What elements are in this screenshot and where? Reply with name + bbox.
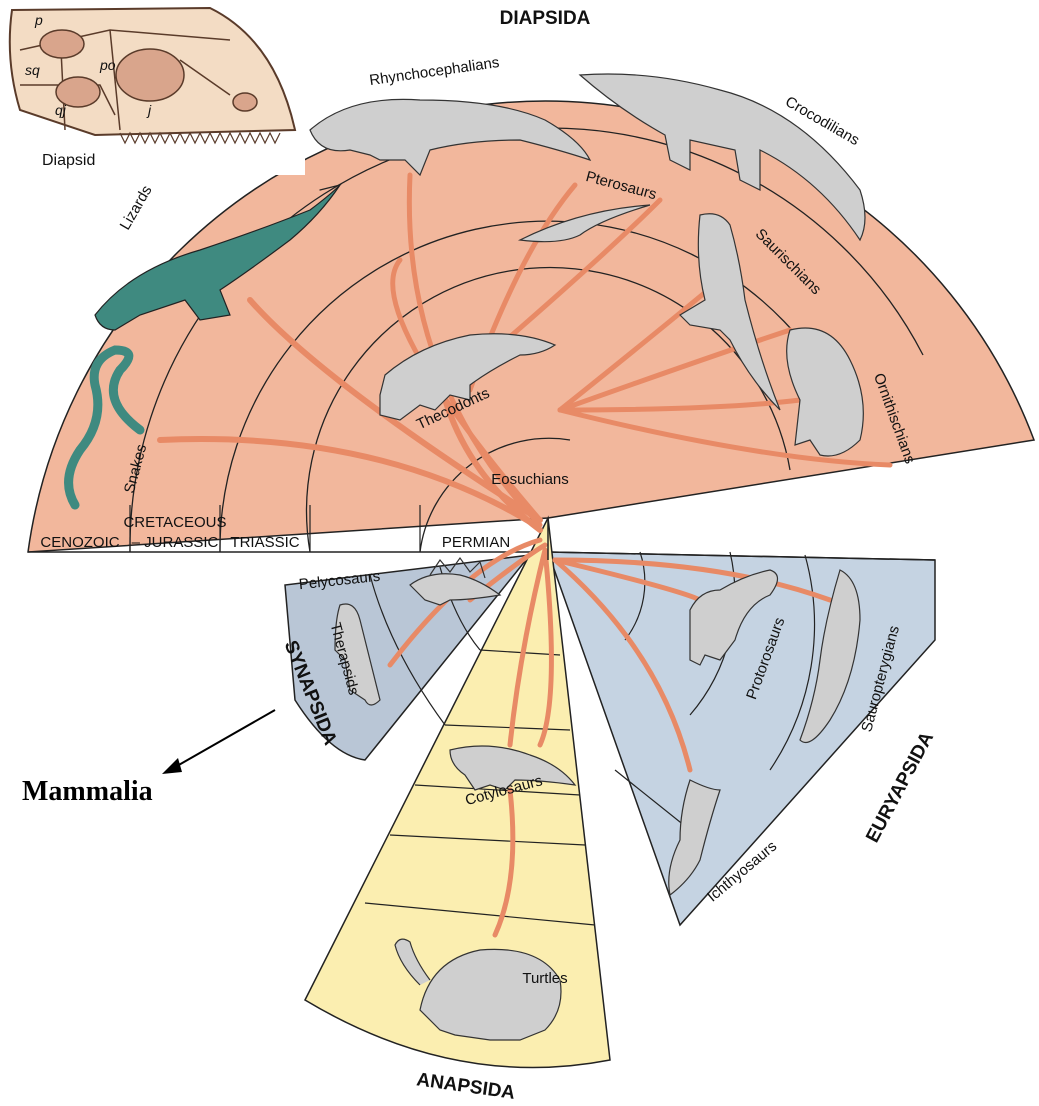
skull-label-po: po [99,57,116,73]
skull-label-p: p [34,12,43,28]
skull-label-qj: qj [55,102,67,118]
label-eosuchians: Eosuchians [491,471,569,488]
diapsid-skull-inset: p sq po qj j Diapsid [0,0,305,175]
upper-temporal-opening [40,30,84,58]
skull-label-sq: sq [25,62,40,78]
era-permian: PERMIAN [442,534,510,551]
nostril-opening [233,93,257,111]
group-diapsida: DIAPSIDA [500,8,591,29]
label-turtles: Turtles [522,970,567,987]
mammalia-annotation: Mammalia [22,710,275,807]
group-anapsida: ANAPSIDA [415,1069,516,1101]
label-lizards: Lizards [117,183,156,233]
skull-caption: Diapsid [42,152,95,169]
era-cretaceous: CRETACEOUS [123,514,226,531]
mammalia-arrowhead [162,758,182,774]
era-triassic: TRIASSIC [230,534,299,551]
era-jurassic: – JURASSIC [132,534,219,551]
mammalia-label: Mammalia [22,776,153,807]
group-euryapsida: EURYAPSIDA [862,728,938,846]
era-cenozoic: CENOZOIC [40,534,119,551]
orbit-opening [116,49,184,101]
mammalia-arrow-line [170,710,275,770]
label-rhynchocephalians: Rhynchocephalians [368,54,500,89]
